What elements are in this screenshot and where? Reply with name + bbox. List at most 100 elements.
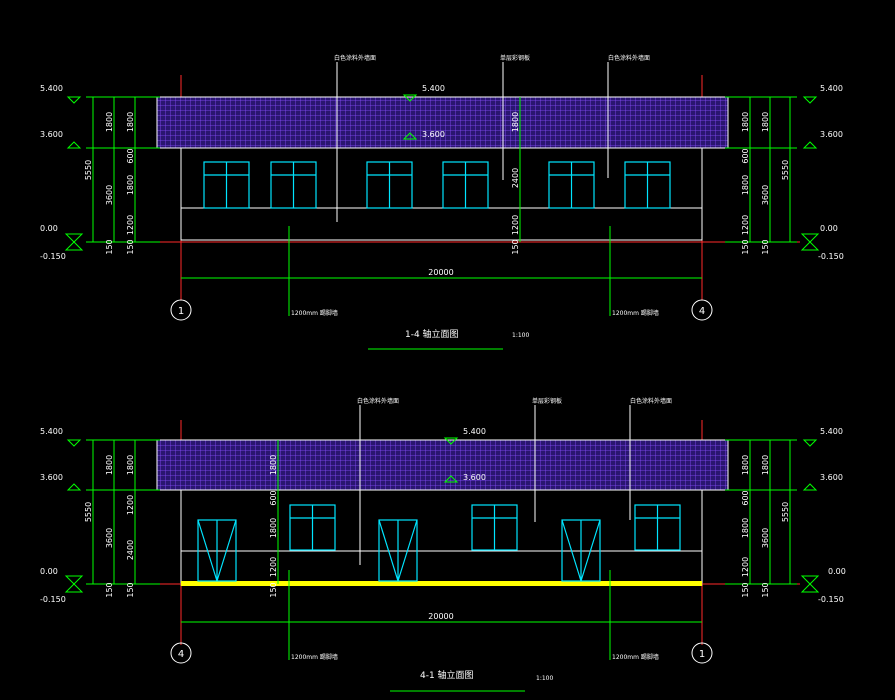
vertical-dim: 2400 [511,168,520,188]
window-group [203,161,671,209]
door [561,519,601,582]
vertical-dim: 600 [741,148,750,163]
level-markers [64,437,820,593]
level-label: 3.600 [40,130,63,139]
vertical-dim: 150 [126,239,135,254]
vertical-dim: 5550 [84,160,93,180]
plinth-strip [181,581,702,586]
material-note: 单层彩钢板 [532,397,562,405]
leader-lines [336,62,609,222]
window [270,161,317,209]
vertical-dim: 1800 [761,112,770,132]
vertical-dim: 1200 [741,557,750,577]
dimension-lines [86,96,797,316]
vertical-dim: 150 [741,582,750,597]
overall-dimension: 20000 [428,612,453,621]
level-label: 0.00 [40,567,58,576]
window [442,161,489,209]
vertical-dim: 150 [269,582,278,597]
level-label: 3.600 [820,473,843,482]
material-note: 1200mm 踢脚墙 [612,653,659,661]
window [548,161,595,209]
dimension-lines [86,439,797,660]
level-label: 5.400 [40,84,63,93]
door [378,519,418,582]
roof-level-label: 5.400 [422,84,445,93]
window [289,504,336,551]
roof-panel [156,96,729,149]
material-note: 白色涂料外墙面 [357,397,399,405]
vertical-dim: 3600 [761,528,770,548]
window [624,161,671,209]
material-note: 1200mm 踢脚墙 [291,653,338,661]
wall-body [180,147,703,241]
vertical-dim: 3600 [105,528,114,548]
vertical-dim: 1200 [269,557,278,577]
vertical-dim: 150 [105,582,114,597]
vertical-dim: 3600 [761,185,770,205]
level-label: 0.00 [820,224,838,233]
level-label: 5.400 [820,427,843,436]
vertical-dim: 150 [126,582,135,597]
vertical-dim: 150 [105,239,114,254]
window-group [289,504,681,551]
vertical-dim: 1800 [126,175,135,195]
vertical-dim: 150 [511,239,520,254]
door [197,519,237,582]
vertical-dim: 150 [741,239,750,254]
level-label: 3.600 [820,130,843,139]
level-label: 0.00 [828,567,846,576]
level-label: -0.150 [818,252,844,261]
material-note: 1200mm 踢脚墙 [612,309,659,317]
vertical-dim: 5550 [781,160,790,180]
axis-bubble-right [691,299,713,321]
vertical-dim: 1800 [741,175,750,195]
vertical-dim: 600 [741,490,750,505]
axis-bubble-left [170,642,192,664]
material-note: 1200mm 踢脚墙 [291,309,338,317]
level-label: 3.600 [40,473,63,482]
overall-dimension: 20000 [428,268,453,277]
level-label: -0.150 [40,595,66,604]
vertical-dim: 1200 [126,215,135,235]
wall-body [180,489,703,586]
elevation-scale: 1:100 [512,332,529,339]
elevation-title: 1-4 轴立面图 [405,328,459,340]
vertical-dim: 1800 [741,455,750,475]
vertical-dim: 1800 [105,112,114,132]
vertical-dim: 600 [126,148,135,163]
vertical-dim: 1800 [741,518,750,538]
vertical-dim: 150 [761,239,770,254]
material-note: 白色涂料外墙面 [334,54,376,62]
roof-level-label: 3.600 [463,473,486,482]
material-note: 白色涂料外墙面 [608,54,650,62]
level-markers [64,94,820,251]
axis-label-left: 1 [178,306,184,317]
vertical-dim: 600 [269,490,278,505]
window [366,161,413,209]
vertical-dim: 1800 [741,112,750,132]
vertical-dim: 1800 [269,518,278,538]
vertical-dim: 5550 [84,502,93,522]
axis-label-right: 1 [699,649,705,660]
elevation-scale: 1:100 [536,675,553,682]
vertical-dim: 150 [761,582,770,597]
material-note: 白色涂料外墙面 [630,397,672,405]
level-label: 5.400 [820,84,843,93]
elevation-1: 1 4 5.400 3.600 0.00 -0.150 5.400 3.600 … [40,54,844,350]
vertical-dim: 1200 [741,215,750,235]
door-group [197,519,601,582]
window [634,504,681,551]
roof-level-label: 5.400 [463,427,486,436]
axis-bubble-right [691,642,713,664]
roof-level-label: 3.600 [422,130,445,139]
vertical-dim: 1800 [269,455,278,475]
material-note: 单层彩钢板 [500,54,530,62]
vertical-dim: 5550 [781,502,790,522]
level-label: -0.150 [40,252,66,261]
axis-bubble-left [170,299,192,321]
vertical-dim: 1200 [511,215,520,235]
vertical-dim: 1200 [126,495,135,515]
vertical-dim: 1800 [126,455,135,475]
